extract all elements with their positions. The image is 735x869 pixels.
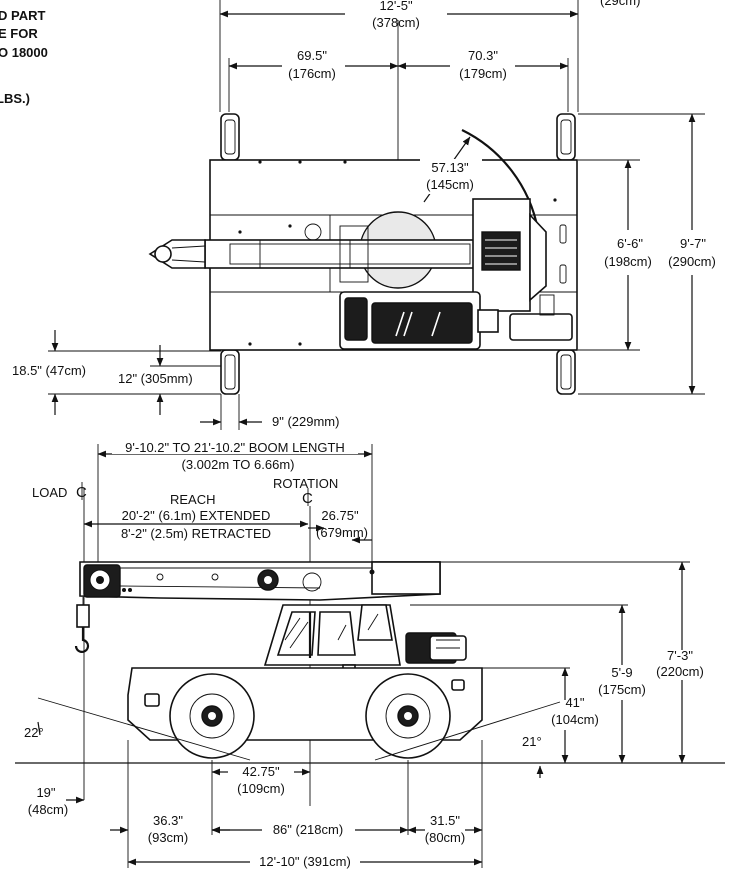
front-overhang: 19" — [36, 785, 55, 800]
swing-radius: 57.13" — [431, 160, 469, 175]
boom-length: 9'-10.2" TO 21'-10.2" BOOM LENGTH — [125, 440, 345, 455]
header-line-3: O 18000 — [0, 45, 48, 60]
centerline-icon: C — [76, 482, 87, 800]
axle-to-rotation: 42.75" — [242, 764, 280, 779]
reach-extended: 20'-2" (6.1m) EXTENDED — [122, 508, 271, 523]
header-line-4: LBS.) — [0, 91, 30, 106]
rear-overhang: 31.5" — [430, 813, 460, 828]
axle-to-rotation-metric: (109cm) — [237, 781, 285, 796]
body-width-metric: (198cm) — [604, 254, 652, 269]
front-to-axle-metric: (93cm) — [148, 830, 188, 845]
overall-width-metric: (378cm) — [372, 15, 420, 30]
right-span: 70.3" — [468, 48, 498, 63]
overall-height-metric: (220cm) — [656, 664, 704, 679]
front-to-axle: 36.3" — [153, 813, 183, 828]
outrigger-pad-rear-bottom — [556, 349, 576, 395]
outrigger-pad-rear-top — [556, 113, 576, 161]
departure-angle: 21° — [522, 734, 542, 749]
boom-heel — [371, 561, 441, 595]
rotation-offset: 26.75" — [321, 508, 359, 523]
corner-partial-dim: (29cm) — [600, 0, 640, 8]
rotation-label: ROTATION — [273, 476, 338, 491]
cab-height-metric: (175cm) — [598, 682, 646, 697]
top-view: 12'-5" (378cm) (29cm) 69.5" (176cm) 70.3… — [12, 0, 716, 430]
offset-a: 18.5" (47cm) — [12, 363, 86, 378]
rear-wheel — [365, 673, 451, 759]
body-width: 6'-6" — [617, 236, 643, 251]
svg-text:C: C — [76, 484, 87, 501]
boom-length-metric: (3.002m TO 6.66m) — [182, 457, 295, 472]
cab-height: 5'-9 — [611, 665, 632, 680]
reach-label: REACH — [170, 492, 216, 507]
header-line-2: E FOR — [0, 26, 38, 41]
offset-c: 9" (229mm) — [272, 414, 339, 429]
engine-plan — [509, 313, 573, 341]
load-label: LOAD — [32, 485, 67, 500]
overall-length: 12'-10" (391cm) — [259, 854, 351, 869]
header-line-1: D PART — [0, 8, 45, 23]
rear-overhang-metric: (80cm) — [425, 830, 465, 845]
front-overhang-metric: (48cm) — [28, 802, 68, 817]
hook — [74, 627, 90, 653]
overall-width: 12'-5" — [379, 0, 413, 13]
rotation-offset-metric: (679mm) — [316, 525, 368, 540]
front-wheel — [169, 673, 255, 759]
deck-height: 41" — [565, 695, 584, 710]
outrigger-width-metric: (290cm) — [668, 254, 716, 269]
hook-block — [76, 604, 90, 628]
left-span-metric: (176cm) — [288, 66, 336, 81]
wheelbase: 86" (218cm) — [273, 822, 343, 837]
outrigger-pad-front-top — [220, 113, 240, 161]
offset-b: 12" (305mm) — [118, 371, 193, 386]
svg-text:C: C — [302, 490, 313, 507]
approach-angle: 22° — [24, 725, 44, 740]
reach-retracted: 8'-2" (2.5m) RETRACTED — [121, 526, 271, 541]
side-view: 9'-10.2" TO 21'-10.2" BOOM LENGTH (3.002… — [15, 440, 725, 869]
outrigger-pad-front-bottom — [220, 349, 240, 395]
swing-radius-metric: (145cm) — [426, 177, 474, 192]
header-note: D PART E FOR O 18000 LBS.) — [0, 8, 48, 106]
overall-height: 7'-3" — [667, 648, 693, 663]
right-span-metric: (179cm) — [459, 66, 507, 81]
left-span: 69.5" — [297, 48, 327, 63]
deck-height-metric: (104cm) — [551, 712, 599, 727]
outrigger-width: 9'-7" — [680, 236, 706, 251]
